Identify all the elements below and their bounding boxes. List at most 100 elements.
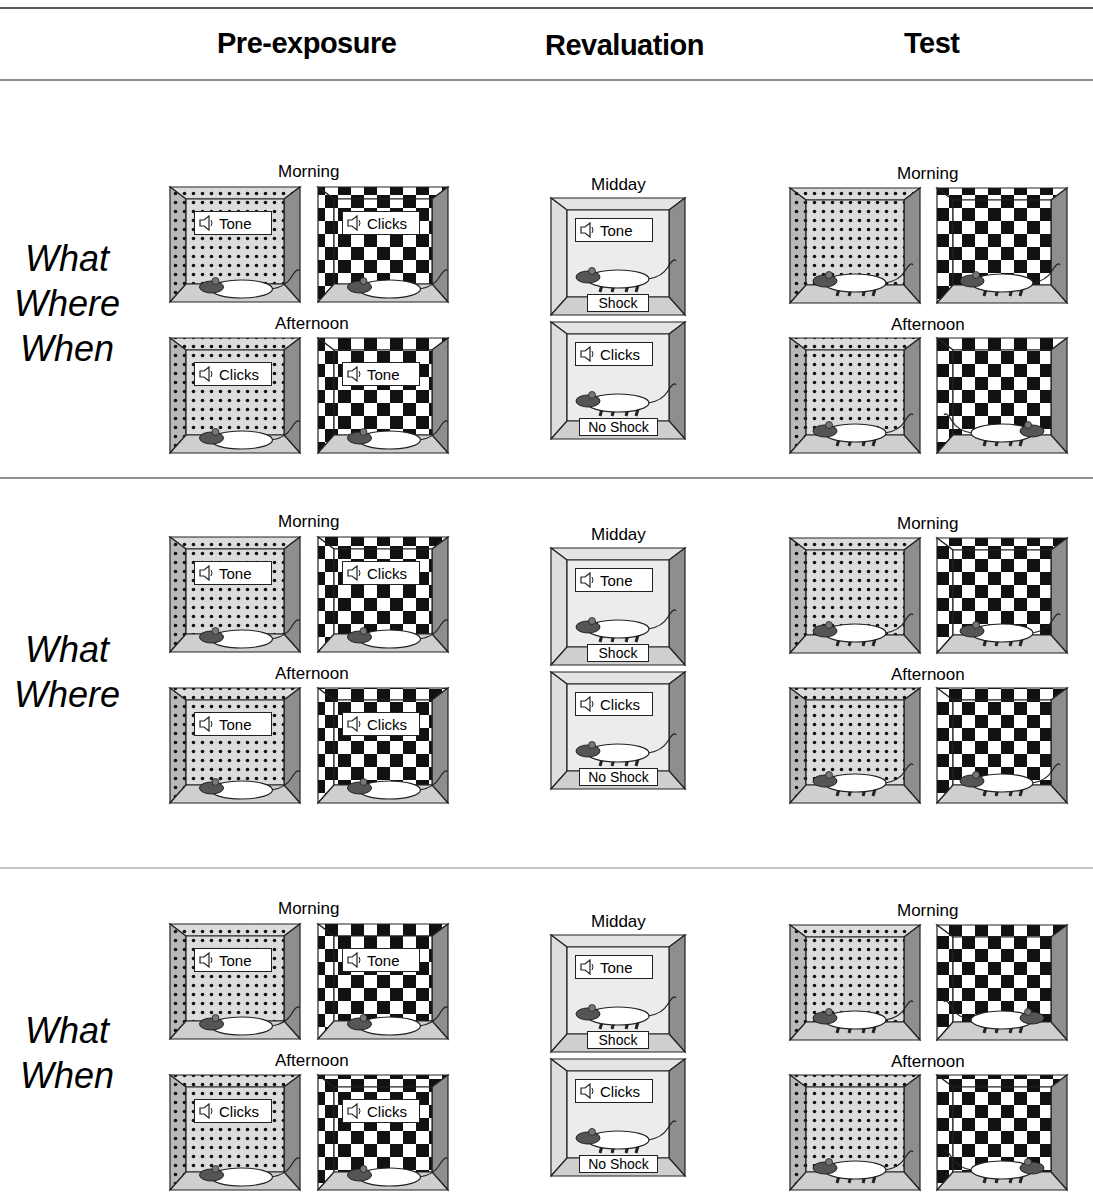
node-text: Tone bbox=[600, 959, 633, 976]
node-text: Clicks bbox=[367, 716, 407, 733]
speaker-icon bbox=[198, 1103, 216, 1119]
time-label: Morning bbox=[897, 514, 958, 534]
chamber-wall bbox=[318, 338, 448, 350]
rat-tail bbox=[648, 1121, 676, 1140]
rat-tail bbox=[648, 260, 676, 279]
chamber-wall bbox=[937, 338, 1067, 350]
chamber-wall bbox=[318, 688, 448, 700]
chamber-wall bbox=[953, 350, 1051, 435]
rat-head bbox=[813, 1162, 837, 1174]
rat-tail bbox=[944, 414, 972, 433]
rat-tail bbox=[1032, 764, 1060, 783]
chamber-wall bbox=[186, 936, 284, 1021]
rat-ear bbox=[973, 622, 980, 629]
rat-head bbox=[1020, 1012, 1044, 1024]
rat-tail bbox=[944, 1001, 972, 1020]
sound-label-box: Tone bbox=[575, 955, 653, 979]
shock-label-box: No Shock bbox=[579, 1155, 658, 1173]
sound-label-box: Tone bbox=[342, 362, 420, 386]
rat-ear bbox=[826, 772, 833, 779]
chamber-wall bbox=[170, 1075, 300, 1087]
chamber-wall bbox=[432, 1075, 448, 1190]
time-label: Morning bbox=[897, 164, 958, 184]
chamber-wall bbox=[170, 688, 186, 803]
rat-head bbox=[200, 1018, 224, 1030]
rat-ear bbox=[826, 272, 833, 279]
speaker-icon bbox=[346, 366, 364, 382]
time-label: Afternoon bbox=[891, 665, 965, 685]
node-text: No Shock bbox=[588, 419, 649, 435]
chamber-wall bbox=[953, 200, 1051, 285]
rat-head bbox=[200, 1169, 224, 1181]
node-text: Tone bbox=[219, 215, 252, 232]
speaker-icon bbox=[579, 696, 597, 712]
sound-label-box: Tone bbox=[194, 948, 272, 972]
chamber-wall bbox=[953, 700, 1051, 785]
rat-tail bbox=[648, 997, 676, 1016]
rule-line bbox=[0, 477, 1093, 478]
time-label: Midday bbox=[591, 175, 646, 195]
chamber-wall bbox=[790, 338, 920, 350]
rat-head bbox=[813, 1012, 837, 1024]
rat-ear bbox=[973, 272, 980, 279]
rat-tail bbox=[272, 771, 300, 790]
rat-head bbox=[576, 1132, 600, 1144]
rat-head bbox=[576, 271, 600, 283]
rat-head bbox=[348, 432, 372, 444]
chamber-wall bbox=[284, 537, 300, 652]
rat-ear bbox=[589, 1005, 596, 1012]
chamber-wall bbox=[790, 188, 920, 200]
chamber-wall bbox=[567, 210, 669, 297]
node-text: Clicks bbox=[219, 366, 259, 383]
chamber-wall bbox=[806, 937, 904, 1022]
chamber-wall bbox=[551, 548, 567, 665]
rat-tail bbox=[944, 1151, 972, 1170]
speaker-icon bbox=[579, 572, 597, 588]
rat-ear bbox=[589, 268, 596, 275]
time-label: Midday bbox=[591, 912, 646, 932]
chamber-wall bbox=[669, 198, 685, 315]
row-label: What Where bbox=[7, 627, 127, 717]
chamber-wall bbox=[904, 538, 920, 653]
chamber-wall bbox=[790, 538, 920, 550]
rat-head bbox=[200, 782, 224, 794]
time-label: Afternoon bbox=[275, 664, 349, 684]
chamber-wall bbox=[170, 187, 300, 199]
rat-tail bbox=[1032, 614, 1060, 633]
rat-ear bbox=[589, 1129, 596, 1136]
sound-label-box: Clicks bbox=[194, 362, 272, 386]
node-text: Clicks bbox=[219, 1103, 259, 1120]
chamber-wall bbox=[790, 188, 806, 303]
rat-ear bbox=[826, 422, 833, 429]
rat-head bbox=[1020, 425, 1044, 437]
chamber-wall bbox=[904, 688, 920, 803]
chamber-wall bbox=[551, 322, 685, 334]
sound-label-box: Clicks bbox=[194, 1099, 272, 1123]
time-label: Morning bbox=[278, 162, 339, 182]
chamber-wall bbox=[937, 538, 1067, 550]
shock-label-box: No Shock bbox=[579, 418, 658, 436]
rat-head bbox=[576, 1008, 600, 1020]
chamber-wall bbox=[1051, 338, 1067, 453]
chamber-wall bbox=[551, 672, 567, 789]
chamber-wall bbox=[318, 924, 334, 1039]
chamber-wall bbox=[1051, 1075, 1067, 1190]
rat-tail bbox=[885, 1151, 913, 1170]
chamber-wall bbox=[669, 548, 685, 665]
time-label: Afternoon bbox=[275, 314, 349, 334]
speaker-icon bbox=[198, 716, 216, 732]
sound-label-box: Tone bbox=[575, 568, 653, 592]
column-header: Revaluation bbox=[545, 29, 704, 62]
chamber-wall bbox=[937, 188, 1067, 200]
chamber-wall bbox=[186, 549, 284, 634]
rat-ear bbox=[360, 278, 367, 285]
speaker-icon bbox=[579, 222, 597, 238]
chamber-wall bbox=[432, 924, 448, 1039]
chamber-wall bbox=[170, 924, 300, 936]
chamber-wall bbox=[937, 688, 1067, 700]
chamber-wall bbox=[551, 198, 567, 315]
chamber-wall bbox=[567, 1071, 669, 1158]
rat-tail bbox=[648, 610, 676, 629]
node-text: Clicks bbox=[600, 696, 640, 713]
